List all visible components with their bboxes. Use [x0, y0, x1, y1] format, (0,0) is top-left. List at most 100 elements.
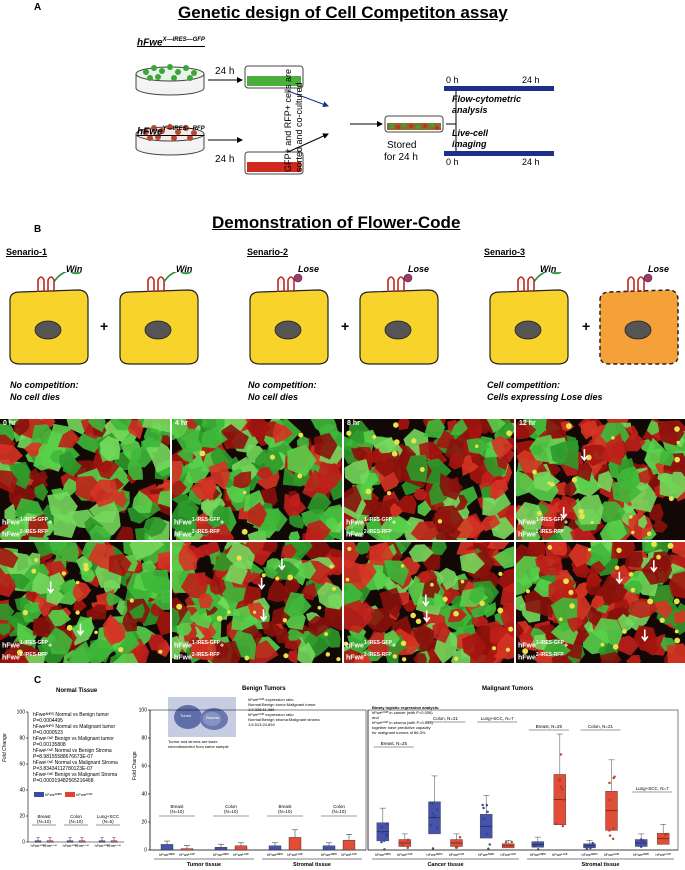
bar-lose	[47, 838, 53, 843]
bar-ahuizote	[215, 844, 227, 850]
panel-b-letter: B	[34, 224, 41, 235]
imaging-timeline	[444, 151, 554, 156]
group-n: (N=10)	[69, 819, 83, 824]
section-label: Cancer tissue	[427, 862, 463, 868]
group-label: Lung+SCC, N=7	[481, 716, 515, 721]
x-tick-label: hFweᴸᴼˢᴱ	[449, 853, 465, 857]
flow-timeline	[444, 86, 554, 91]
x-tick-label: hFweᴬᴺᴾᴰ	[159, 853, 175, 857]
bar-ahuizote	[35, 838, 41, 843]
timepoint-label: 8 hr	[347, 420, 360, 427]
group-n: (N=10)	[278, 809, 292, 814]
bar-ahuizote	[323, 843, 335, 850]
y-tick-label: 80	[19, 736, 25, 742]
cell	[250, 274, 328, 364]
x-tick-label: hFweᴸᴼˢᴱ	[43, 844, 58, 848]
box-ahuizote	[584, 840, 596, 850]
live-cell-image: hFwe1-IRES-GFP+hFwe2-IRES-RFP	[516, 542, 685, 663]
group-label: Colon, N=21	[433, 716, 459, 721]
bar-ahuizote	[67, 838, 73, 843]
x-tick-label: hFweᴸᴼˢᴱ	[341, 853, 357, 857]
x-tick-label: hFweᴬᴺᴾᴰ	[375, 853, 391, 857]
bar-lose	[235, 843, 247, 850]
gfp-construct-label: hFweX—IRES—GFP	[137, 37, 205, 48]
timeline1-end: 24 h	[522, 75, 540, 85]
x-tick-label: hFweᴸᴼˢᴱ	[179, 853, 195, 857]
malignant-tumor-chart: Breast, N=25 hFweᴬᴺᴾᴰ hFweᴸᴼˢᴱ Colon, N=21 h…	[366, 690, 684, 870]
group-label: Lung+SCC, N=7	[636, 786, 670, 791]
box-lose	[657, 824, 669, 844]
group-n: (N=10)	[224, 809, 238, 814]
box-lose	[606, 760, 618, 840]
panel-a-title: Genetic design of Cell Competiton assay	[178, 3, 508, 23]
bar-lose	[111, 838, 117, 843]
bar-ahuizote	[99, 838, 105, 843]
x-tick-label: hFweᴬᴺᴾᴰ	[267, 853, 283, 857]
group-n: (N=10)	[332, 809, 346, 814]
bar-lose	[343, 834, 355, 850]
bar-ahuizote	[161, 841, 173, 850]
x-tick-label: hFweᴬᴺᴾᴰ	[427, 853, 443, 857]
box-ahuizote	[429, 776, 441, 850]
stored-duration: for 24 h	[384, 152, 418, 163]
group-label: Breast, N=25	[536, 724, 563, 729]
live-cell-image: hFwe1-IRES-GFP+hFwe2-IRES-RFP	[0, 542, 170, 663]
x-tick-label: hFweᴸᴼˢᴱ	[500, 853, 516, 857]
construct-overlay-label: hFwe1-IRES-GFP+hFwe2-IRES-RFP	[518, 516, 568, 539]
y-tick-label: 100	[17, 710, 26, 716]
live-cell-image: hFwe1-IRES-GFP+hFwe2-IRES-RFP	[344, 542, 514, 663]
x-tick-label: hFweᴸᴼˢᴱ	[655, 853, 671, 857]
panel-b-title: Demonstration of Flower-Code	[212, 213, 460, 233]
y-tick-label: 40	[141, 792, 147, 798]
cell	[120, 272, 198, 364]
group-n: (N=5)	[102, 819, 114, 824]
box-ahuizote	[532, 837, 544, 850]
x-tick-label: hFweᴸᴼˢᴱ	[552, 853, 568, 857]
y-tick-label: 100	[139, 708, 148, 714]
time-top: 24 h	[215, 66, 234, 77]
construct-overlay-label: hFwe1-IRES-GFP+hFwe2-IRES-RFP	[2, 639, 52, 662]
timepoint-label: 4 hr	[175, 420, 188, 427]
scenario-2-title: Senario-2	[247, 247, 288, 257]
panel-a-letter: A	[34, 2, 41, 13]
y-tick-label: 0	[144, 848, 147, 854]
group-n: (N=10)	[37, 819, 51, 824]
s3-caption: Cell competition:Cells expressing Lose d…	[487, 379, 603, 403]
x-tick-label: hFweᴸᴼˢᴱ	[233, 853, 249, 857]
y-tick-label: 20	[141, 820, 147, 826]
s1-caption: No competition:No cell dies	[10, 379, 79, 403]
x-tick-label: hFweᴬᴺᴾᴰ	[530, 853, 546, 857]
dying-cell	[600, 274, 678, 364]
box-lose	[399, 834, 411, 849]
box-ahuizote	[635, 834, 647, 848]
timeline1-start: 0 h	[446, 75, 459, 85]
normal-title: Normal Tissue	[56, 688, 97, 694]
cell	[10, 272, 88, 364]
section-label: Stromal tissue	[293, 862, 331, 868]
s3-plus: +	[582, 318, 590, 334]
y-tick-label: 20	[19, 814, 25, 820]
normal-tissue-chart: 100806040200Breast(N=10)hFweᴬᴺᴾᴰhFweᴸᴼˢᴱ…	[8, 700, 128, 860]
s2-caption: No competition:No cell dies	[248, 379, 317, 403]
s2-plus: +	[341, 318, 349, 334]
timeline2-start: 0 h	[446, 157, 459, 167]
time-bottom: 24 h	[215, 154, 234, 165]
y-tick-label: 80	[141, 736, 147, 742]
section-label: Stromal tissue	[582, 862, 620, 868]
bar-lose	[181, 846, 193, 851]
x-tick-label: hFweᴸᴼˢᴱ	[604, 853, 620, 857]
box-ahuizote	[377, 808, 389, 850]
group-label: Colon, N=21	[588, 724, 614, 729]
stored-label: Stored	[387, 140, 416, 151]
x-tick-label: hFweᴬᴺᴾᴰ	[582, 853, 598, 857]
x-tick-label: hFweᴸᴼˢᴱ	[287, 853, 303, 857]
y-tick-label: 0	[22, 840, 25, 846]
cell	[360, 274, 438, 364]
x-tick-label: hFweᴸᴼˢᴱ	[107, 844, 122, 848]
scenario-1-title: Senario-1	[6, 247, 47, 257]
rfp-construct-label: hFweY—IRES—RFP	[137, 126, 205, 137]
